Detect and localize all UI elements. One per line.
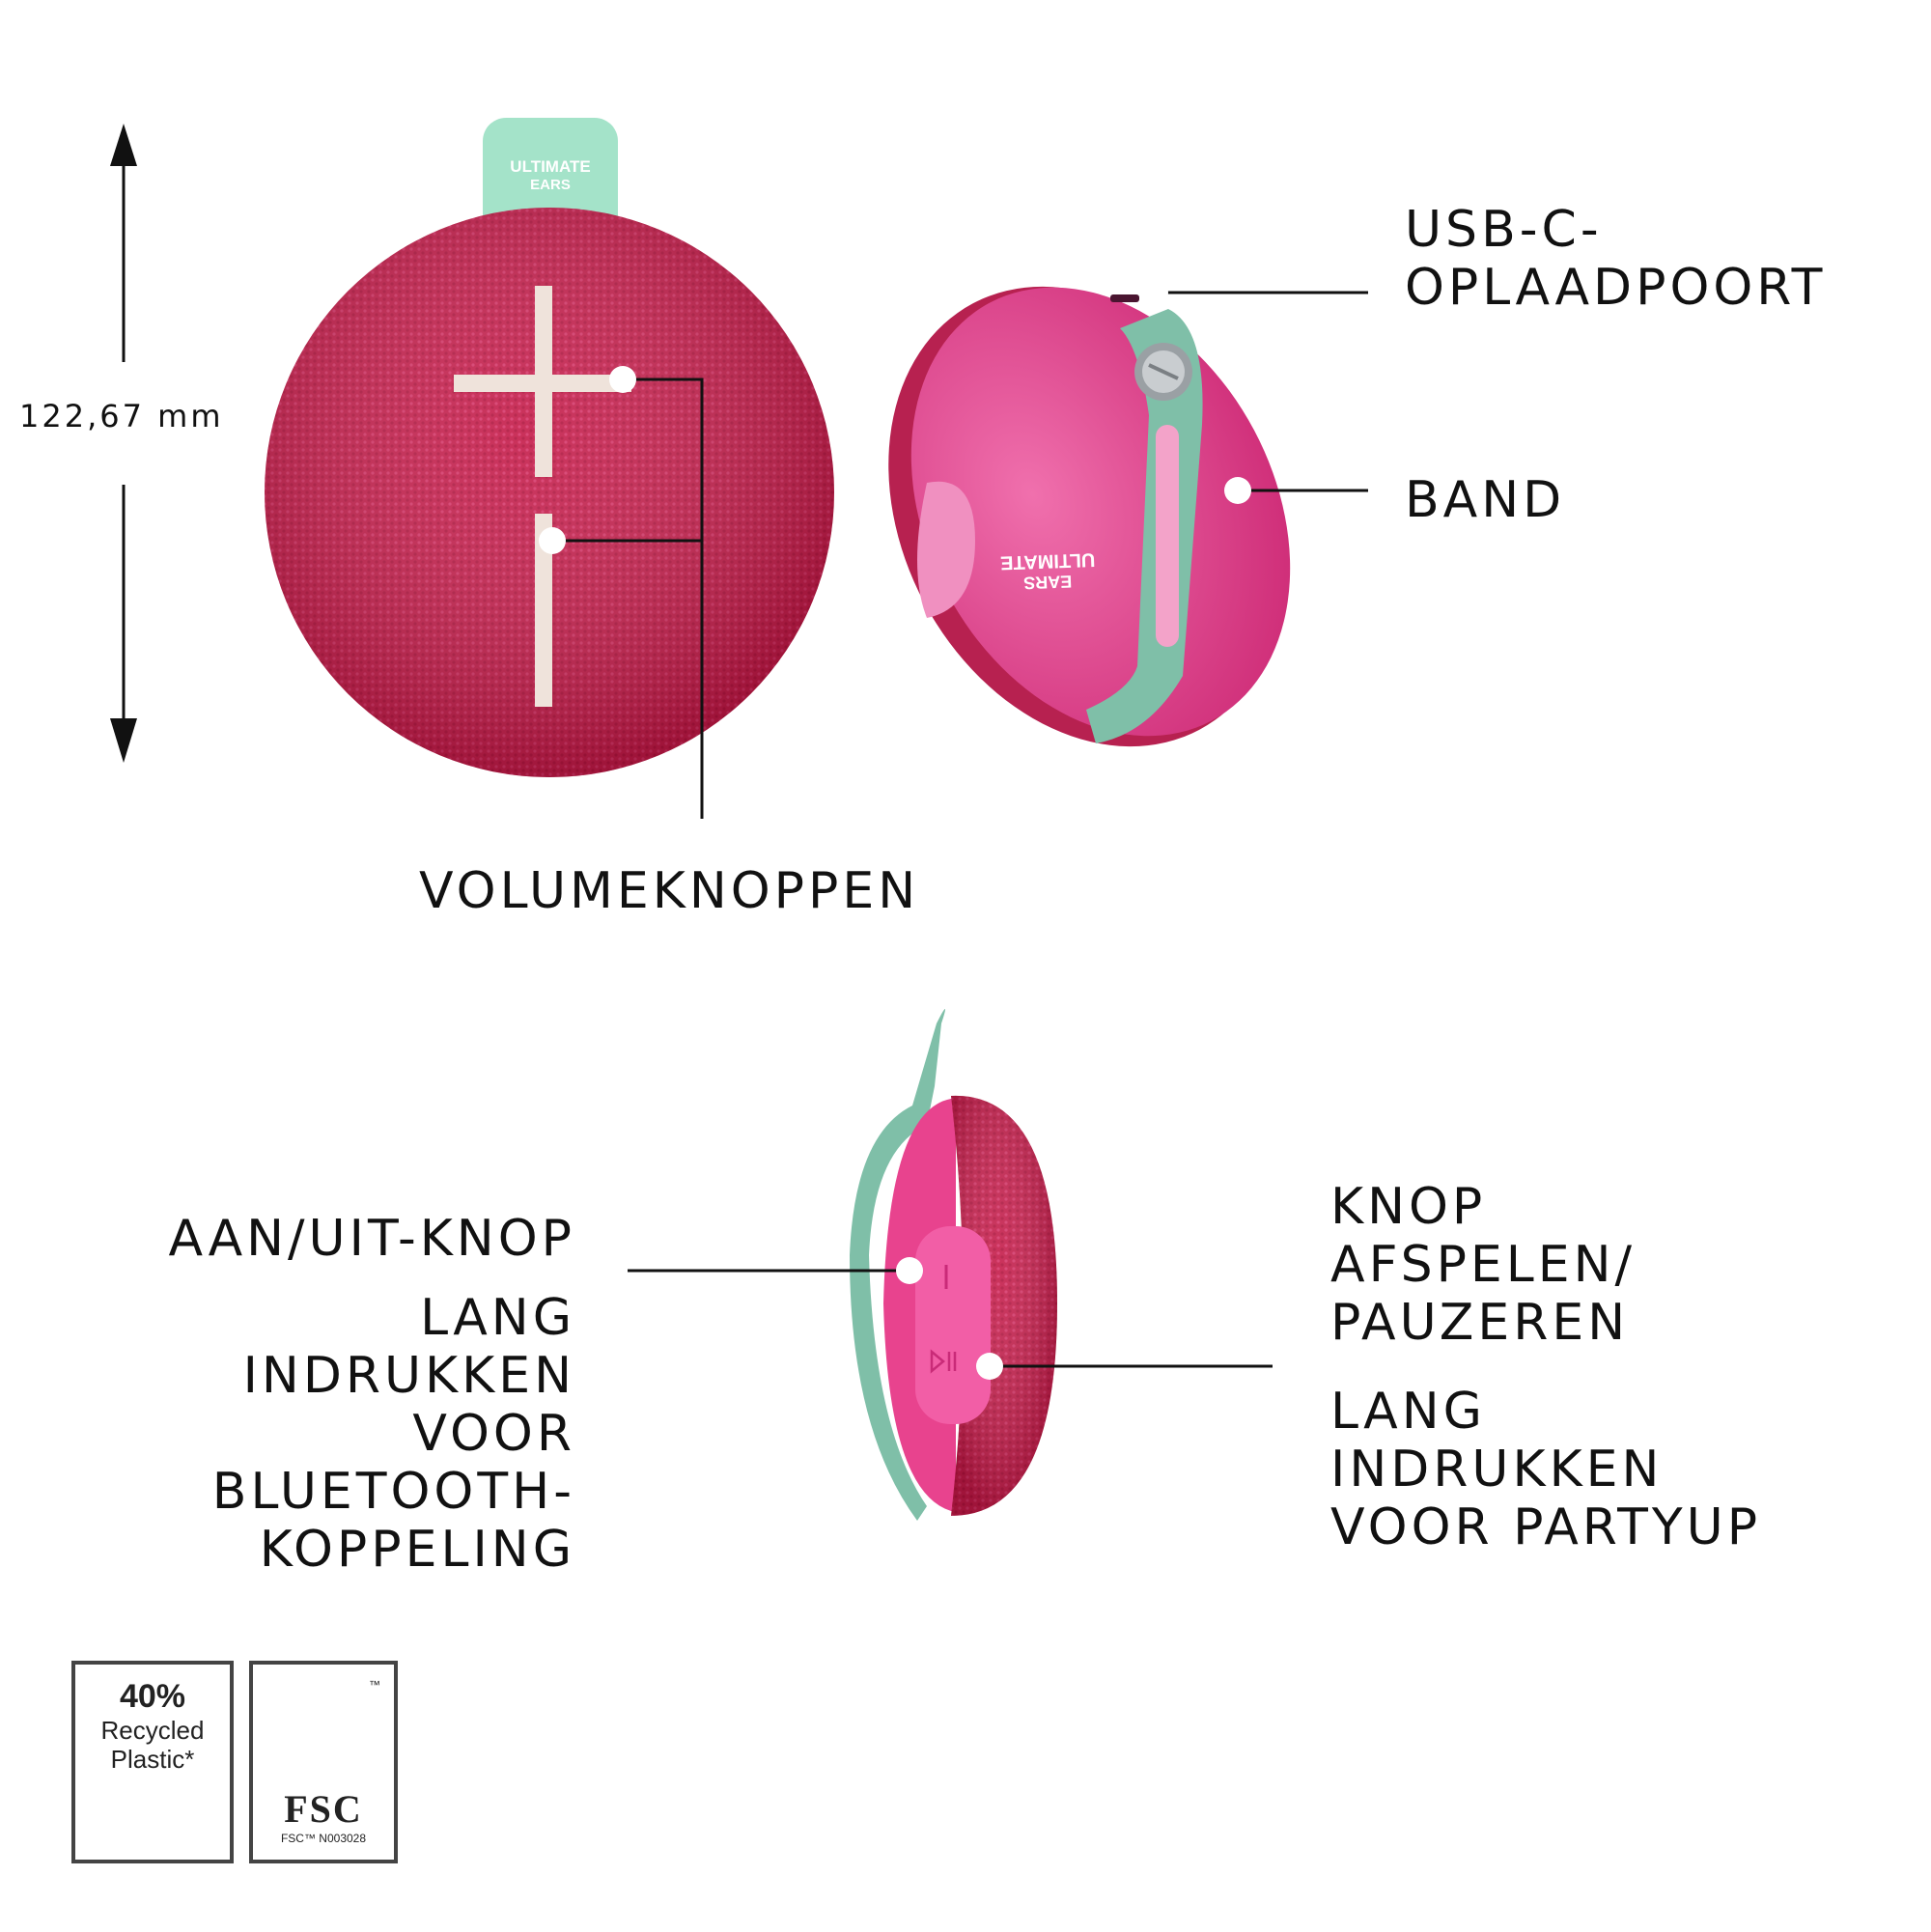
usb-port-label: USB-C- OPLAADPOORT (1405, 201, 1827, 317)
leader-lines (552, 291, 1368, 1368)
speaker-front-view: ULTIMATE EARS (265, 118, 834, 777)
play-pause-icon (930, 1349, 945, 1374)
callout-dots (539, 279, 1251, 1380)
play-long-press-label: LANG INDRUKKEN VOOR PARTYUP (1330, 1383, 1762, 1556)
tag-text-2: EARS (530, 177, 571, 193)
speaker-back-view: ULTIMATE EARS (888, 286, 1291, 747)
recycled-percent: 40% (119, 1678, 186, 1715)
fsc-badge: ™ FSC FSC™ N003028 (249, 1661, 398, 1863)
back-logo-1: ULTIMATE (1000, 548, 1096, 573)
play-pause-label: KNOP AFSPELEN/ PAUZEREN (1330, 1178, 1637, 1352)
usb-c-port-icon (1110, 294, 1139, 302)
height-arrow (110, 124, 137, 763)
volume-down-icon (535, 514, 552, 707)
speaker-side-view (850, 1009, 1057, 1521)
recycled-line-2: Plastic* (110, 1745, 195, 1774)
side-button-panel (915, 1226, 991, 1424)
fsc-code: FSC™ N003028 (280, 1832, 367, 1845)
volume-buttons-label: VOLUMEKNOPPEN (419, 862, 920, 920)
power-button-label: AAN/UIT-KNOP (168, 1210, 575, 1268)
side-strap (850, 1009, 945, 1521)
strap-label: BAND (1405, 471, 1566, 529)
power-long-press-label: LANG INDRUKKEN VOOR BLUETOOTH- KOPPELING (211, 1289, 575, 1579)
volume-leader-up (623, 378, 704, 819)
back-logo-2: EARS (1023, 572, 1073, 593)
recycled-line-1: Recycled (100, 1716, 205, 1745)
recycled-plastic-badge: 40% Recycled Plastic* (71, 1661, 234, 1863)
height-dimension-label: 122,67 mm (19, 398, 224, 434)
fsc-name: FSC (284, 1787, 363, 1831)
tag-text-1: ULTIMATE (510, 157, 590, 176)
fsc-trademark: ™ (369, 1678, 380, 1692)
